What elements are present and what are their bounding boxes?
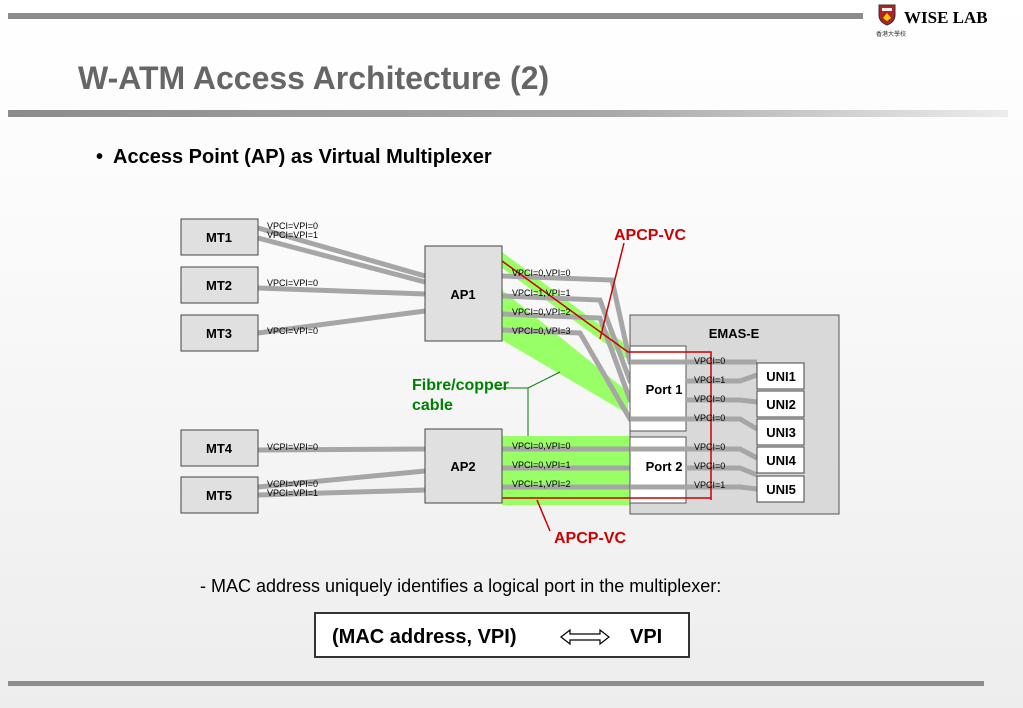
mt1-box: [180, 218, 259, 256]
mt2-box: [180, 266, 259, 304]
uni-link-2: [686, 372, 758, 384]
ap2-label: AP2: [450, 459, 475, 474]
ap2-trunk-label-2: VPCI=1,VPI=2: [512, 479, 571, 489]
uni2-box: [756, 390, 805, 418]
port1-label: Port 1: [646, 382, 683, 397]
formula-right: VPI: [630, 626, 663, 648]
uni-link-5: [686, 446, 759, 461]
link-mt5-vc1: [257, 487, 426, 498]
uni1-box: [756, 362, 805, 390]
university-crest-icon: [878, 4, 896, 26]
link-mt2: [257, 285, 426, 297]
uni-link-6: [686, 465, 758, 478]
ap1-trunk-label-0: VPCI=0,VPI=0: [512, 268, 571, 278]
mac-address-note: - MAC address uniquely identifies a logi…: [200, 576, 722, 596]
uni-link-4: [686, 416, 759, 432]
mt5-vc-label-1: VPCI=VPI=1: [267, 488, 318, 498]
mt3-label: MT3: [206, 326, 232, 341]
mt3-box: [180, 314, 259, 352]
formula-box: (MAC address, VPI) VPI: [314, 612, 690, 658]
formula-left: (MAC address, VPI): [332, 626, 517, 648]
ap2-box: [424, 428, 503, 504]
mt4-box: [180, 429, 259, 467]
uni5-label: UNI5: [766, 482, 796, 497]
mt2-label: MT2: [206, 278, 232, 293]
apcp-vc-bottom-label: APCP-VC: [554, 530, 626, 547]
mt1-label: MT1: [206, 230, 232, 245]
cable-label-line1: Fibre/copper: [412, 377, 509, 394]
uni4-label: UNI4: [766, 453, 796, 468]
page-title: W-ATM Access Architecture (2): [78, 60, 550, 96]
mt3-vc-label-0: VPCI=VPI=0: [267, 326, 318, 336]
bullet-text: Access Point (AP) as Virtual Multiplexer: [113, 146, 492, 168]
ap1-label: AP1: [450, 287, 475, 302]
ap1-trunk-label-2: VPCI=0,VPI=2: [512, 307, 571, 317]
bullet-dot-icon: •: [96, 146, 104, 168]
cable-pointer: [497, 371, 561, 436]
port1-vc-label-1: VPCI=1: [694, 375, 725, 385]
port2-vc-label-0: VPCI=0: [694, 442, 725, 452]
ap1-box: [424, 245, 503, 342]
link-mt4: [257, 446, 426, 453]
top-rule: [8, 13, 863, 19]
ap2-trunk-label-0: VPCI=0,VPI=0: [512, 441, 571, 451]
ap1-trunk-label-1: VPCI=1,VPI=1: [512, 288, 571, 298]
uni5-box: [756, 475, 805, 503]
uni-link-7: [686, 484, 758, 492]
cable-label-line2: cable: [412, 397, 453, 414]
mt5-vc-label-0: VCPI=VPI=0: [267, 479, 318, 489]
port1-vc-label-0: VPCI=0: [694, 356, 725, 366]
bottom-rule: [8, 681, 984, 686]
logo-subtext: 香港大學校: [876, 32, 907, 38]
logo-text: WISE LAB: [904, 8, 988, 27]
title-rule: [8, 110, 1008, 117]
mt1-vc-label-1: VPCI=VPI=1: [267, 230, 318, 240]
link-mt5-vc0: [257, 468, 426, 490]
apcp-vc-top-label: APCP-VC: [614, 227, 686, 244]
mt-ap-links: [257, 225, 426, 498]
port1-vc-label-3: VPCI=0: [694, 413, 725, 423]
mt5-box: [180, 476, 259, 514]
uni1-label: UNI1: [766, 369, 796, 384]
wise-lab-logo: WISE LAB 香港大學校: [876, 4, 1016, 40]
apcp-pointer-top: [599, 242, 625, 340]
mt4-vc-label-0: VCPI=VPI=0: [267, 442, 318, 452]
link-mt3: [257, 308, 426, 336]
ap2-trunk-label-1: VPCI=0,VPI=1: [512, 460, 571, 470]
ap1-trunk-label-3: VPCI=0,VPI=3: [512, 326, 571, 336]
mt1-vc-label-0: VPCI=VPI=0: [267, 221, 318, 231]
fibre-cable-band-ap1-lower: [502, 290, 628, 414]
link-mt1-vc1: [257, 235, 426, 285]
uni3-label: UNI3: [766, 425, 796, 440]
apcp-pointer-bottom: [536, 499, 551, 532]
double-arrow-icon: [560, 628, 610, 646]
port-uni-links: [686, 359, 759, 492]
port-internal-links: [630, 359, 686, 490]
uni4-box: [756, 446, 805, 474]
link-mt1-vc0: [257, 225, 426, 279]
uni2-label: UNI2: [766, 397, 796, 412]
port2-vc-label-1: VPCI=0: [694, 461, 725, 471]
uni3-box: [756, 418, 805, 446]
mt5-label: MT5: [206, 488, 232, 503]
cable-pointer-diag: [527, 371, 561, 389]
mt4-label: MT4: [206, 441, 233, 456]
bullet-point: • Access Point (AP) as Virtual Multiplexe…: [96, 146, 492, 169]
port2-label: Port 2: [646, 459, 683, 474]
mt2-vc-label-0: VPCI=VPI=0: [267, 278, 318, 288]
port1-vc-label-2: VPCI=0: [694, 394, 725, 404]
uni-link-3: [686, 397, 758, 405]
emas-e-label: EMAS-E: [709, 326, 760, 341]
port2-vc-label-2: VPCI=1: [694, 480, 725, 490]
